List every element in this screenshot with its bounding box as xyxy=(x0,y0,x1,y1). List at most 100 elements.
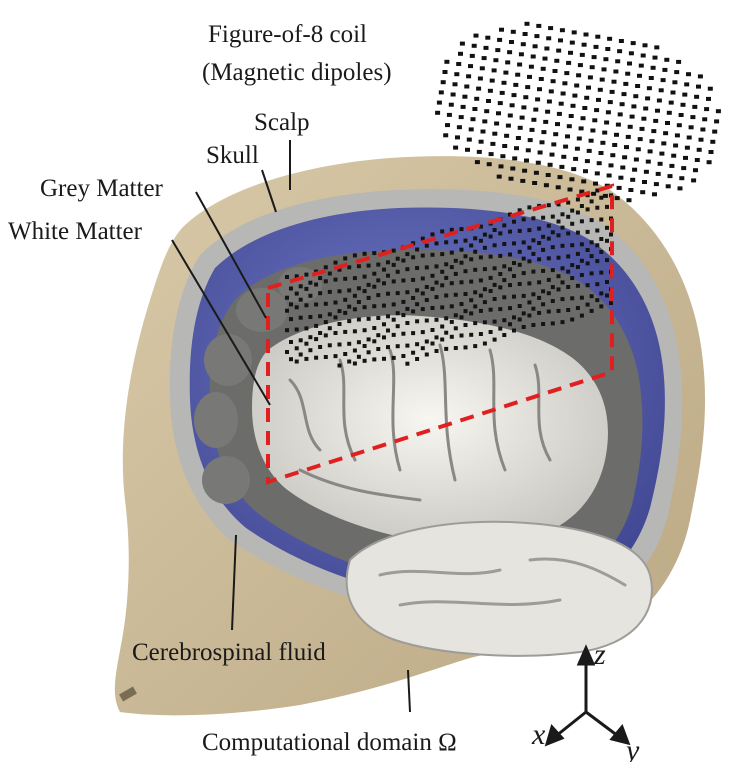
coil-dipole xyxy=(553,132,559,137)
cortex-dipole xyxy=(285,350,289,354)
coil-dipole xyxy=(468,64,473,69)
coil-dipole xyxy=(588,138,594,143)
csf-label: Cerebrospinal fluid xyxy=(132,639,326,666)
cortex-dipole xyxy=(512,328,516,333)
cortex-dipole xyxy=(318,345,323,349)
axis-z-head xyxy=(576,644,596,666)
cortex-dipole xyxy=(424,352,429,357)
coil-dipole xyxy=(665,121,670,125)
coil-dipole xyxy=(660,78,666,83)
coil-dipole xyxy=(612,143,618,147)
cortex-dipole xyxy=(521,325,526,329)
cortex-dipole xyxy=(337,289,342,294)
coil-dipole xyxy=(654,45,660,50)
cortex-dipole xyxy=(473,267,478,272)
cortex-dipole xyxy=(478,238,483,243)
cortex-dipole xyxy=(546,223,551,228)
cortex-dipole xyxy=(502,278,507,283)
csf-leader xyxy=(231,534,237,631)
cortex-dipole xyxy=(362,328,367,333)
coil-dipole xyxy=(448,102,454,107)
coil-dipole xyxy=(613,69,619,74)
cortex-dipole xyxy=(343,329,348,334)
cortex-dipole xyxy=(488,289,493,293)
cortex-dipole xyxy=(327,343,332,348)
coil-dipole xyxy=(545,109,551,114)
cortex-dipole xyxy=(386,345,390,350)
cortex-dipole xyxy=(391,302,396,307)
cortex-dipole xyxy=(356,286,361,291)
cortex-dipole xyxy=(444,275,449,280)
coil-dipole xyxy=(466,74,472,79)
cortex-dipole xyxy=(444,293,449,298)
coil-dipole xyxy=(686,72,691,77)
cortex-dipole xyxy=(459,227,464,232)
cortex-dipole xyxy=(304,341,309,346)
coil-dipole xyxy=(595,34,601,39)
coil-dipole xyxy=(628,188,634,192)
cortex-dipole xyxy=(304,286,309,291)
cortex-dipole xyxy=(298,315,303,320)
coil-dipole xyxy=(459,41,465,46)
cortex-dipole xyxy=(434,264,439,269)
cortex-dipole xyxy=(517,304,522,308)
cortex-dipole xyxy=(498,231,503,236)
cortex-dipole xyxy=(401,299,406,304)
cortex-dipole xyxy=(508,306,512,311)
cortex-dipole xyxy=(420,253,425,258)
coil-dipole xyxy=(555,122,560,127)
cortex-dipole xyxy=(560,212,565,217)
coil-dipole xyxy=(513,82,519,87)
coil-dipole xyxy=(502,144,508,148)
cortex-dipole xyxy=(527,313,532,318)
cortex-dipole xyxy=(478,332,483,336)
cortex-dipole xyxy=(595,259,600,264)
cortex-dipole xyxy=(372,251,377,256)
cortex-dipole xyxy=(546,291,551,296)
coil-dipole xyxy=(541,130,547,135)
coil-dipole xyxy=(462,94,468,99)
cortex-dipole xyxy=(512,294,516,299)
coil-dipole xyxy=(691,178,697,183)
cortex-dipole xyxy=(308,348,313,353)
coil-dipole xyxy=(604,120,610,125)
coil-dipole xyxy=(627,61,632,66)
cortex-dipole xyxy=(508,229,512,234)
cortex-dipole xyxy=(550,230,555,235)
cortex-dipole xyxy=(333,300,338,305)
coil-dipole xyxy=(507,50,513,55)
coil-dipole xyxy=(712,129,718,134)
cortex-dipole xyxy=(478,255,483,260)
cortex-dipole xyxy=(323,301,328,306)
coil-dipole xyxy=(584,95,590,100)
coil-dipole xyxy=(587,75,593,80)
coil-dipole xyxy=(495,48,501,53)
cortex-dipole xyxy=(512,274,516,278)
coil-dipole xyxy=(614,132,619,137)
region-box xyxy=(266,183,614,485)
cortex-dipole xyxy=(304,272,309,277)
coil-dipole xyxy=(714,119,720,124)
cortex-dipole xyxy=(314,282,319,287)
cortex-dipole xyxy=(430,328,435,332)
cortex-dipole xyxy=(570,221,575,226)
cortex-dipole xyxy=(560,243,565,248)
coil-dipole xyxy=(673,143,679,148)
cortex-dipole xyxy=(541,234,546,239)
cortex-dipole xyxy=(440,337,445,342)
coil-dipole xyxy=(521,105,527,110)
cortex-dipole xyxy=(521,217,526,222)
cortex-dipole xyxy=(337,363,342,368)
coil-dipole xyxy=(481,56,487,61)
coil-dipole xyxy=(487,88,493,93)
cortex-dipole xyxy=(502,318,507,323)
cortex-dipole xyxy=(424,265,429,270)
cortex-dipole xyxy=(546,236,551,241)
cortex-dipole xyxy=(566,231,571,236)
coil-dipole xyxy=(672,80,678,85)
coil-dipole xyxy=(494,121,500,126)
coil-dipole xyxy=(438,90,444,95)
coil-dipole xyxy=(706,96,711,101)
coil-dipole xyxy=(529,127,535,132)
coil-dipole xyxy=(539,140,545,145)
